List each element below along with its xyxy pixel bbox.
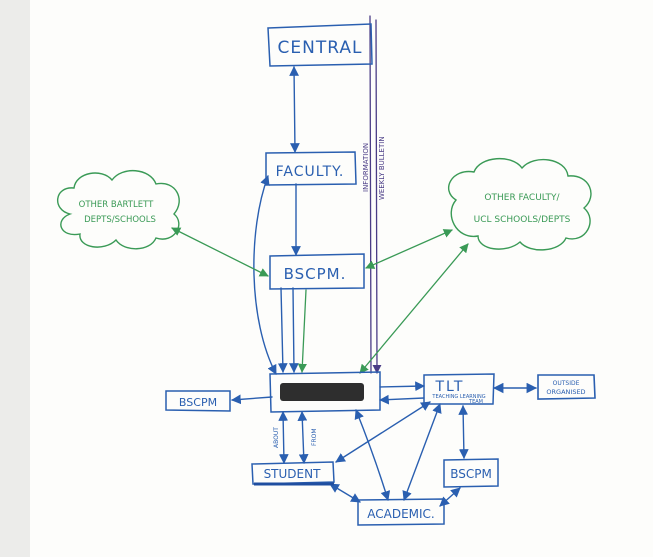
redacted-label-block <box>280 383 364 401</box>
node-faculty: FACULTY. <box>265 151 357 186</box>
cloud-other-bartlett: OTHER BARTLETT DEPTS/SCHOOLS <box>57 170 180 250</box>
node-tlt-sub1: TEACHING LEARNING <box>431 394 485 400</box>
node-bscpm-main-label: BSCPM. <box>284 265 347 283</box>
cloud-other-bartlett-line-1: OTHER BARTLETT <box>79 200 155 210</box>
node-bscpm-main: BSCPM. <box>269 253 365 290</box>
node-bscpm-left-label: BSCPM <box>179 396 217 409</box>
edge-centrebox-tlt-b <box>379 394 425 405</box>
cloud-other-faculty: OTHER FACULTY/ UCL SCHOOLS/DEPTS <box>447 157 592 251</box>
node-tlt: TLT TEACHING LEARNING TEAM <box>423 373 495 405</box>
edge-centrebox-student-a <box>278 411 289 464</box>
node-tlt-sub2: TEAM <box>468 399 483 405</box>
edge-label-about: ABOUT <box>273 427 280 448</box>
node-central: CENTRAL <box>267 23 373 67</box>
edge-tlt-academic <box>402 403 442 501</box>
edge-academic-bscpmright <box>439 487 461 507</box>
node-academic: ACADEMIC. <box>357 498 445 526</box>
node-tlt-label: TLT <box>435 379 465 395</box>
edge-bscpm-centrebox-green <box>297 289 307 373</box>
edge-bscpm-centrebox-b <box>288 287 299 373</box>
node-outside-organised: OUTSIDE ORGANISED <box>537 374 596 400</box>
edge-tlt-bscpmright <box>458 405 469 459</box>
cloud-other-bartlett-line-2: DEPTS/SCHOOLS <box>84 215 156 225</box>
node-centre-box <box>269 371 381 413</box>
cloud-other-faculty-line-2: UCL SCHOOLS/DEPTS <box>474 215 571 225</box>
node-student-label: STUDENT <box>264 467 322 481</box>
scan-edge <box>0 0 30 557</box>
edge-label-information: INFORMATION <box>362 143 370 192</box>
edge-label-weekly-bulletin: WEEKLY BULLETIN <box>378 136 386 200</box>
node-outside-label-1: OUTSIDE <box>553 380 580 387</box>
node-academic-label: ACADEMIC. <box>367 507 435 521</box>
edge-bartlett-bscpm <box>171 227 269 277</box>
edge-centrebox-academic <box>354 409 391 501</box>
node-bscpm-left: BSCPM <box>165 390 231 412</box>
node-bscpm-right-label: BSCPM <box>450 467 492 481</box>
node-faculty-label: FACULTY. <box>276 164 345 180</box>
node-outside-label-2: ORGANISED <box>546 388 585 396</box>
edge-bscpm-otherfaculty <box>365 229 453 269</box>
node-central-label: CENTRAL <box>278 38 363 58</box>
edge-otherfaculty-centrebox <box>359 243 469 374</box>
node-bscpm-right: BSCPM <box>443 458 499 488</box>
edge-centrebox-student-b <box>297 411 309 464</box>
edge-central-faculty <box>289 66 300 153</box>
edge-central-infoline-2 <box>372 19 382 374</box>
edge-student-academic <box>329 483 361 503</box>
edge-label-from: FROM <box>311 428 318 446</box>
edge-centrebox-bscpmleft <box>231 394 273 405</box>
node-student: STUDENT <box>251 461 335 486</box>
edge-centrebox-tlt-a <box>379 381 425 392</box>
edge-bscpm-centrebox-a <box>277 287 288 373</box>
edge-central-infoline <box>369 15 372 374</box>
cloud-other-faculty-line-1: OTHER FACULTY/ <box>484 193 560 203</box>
